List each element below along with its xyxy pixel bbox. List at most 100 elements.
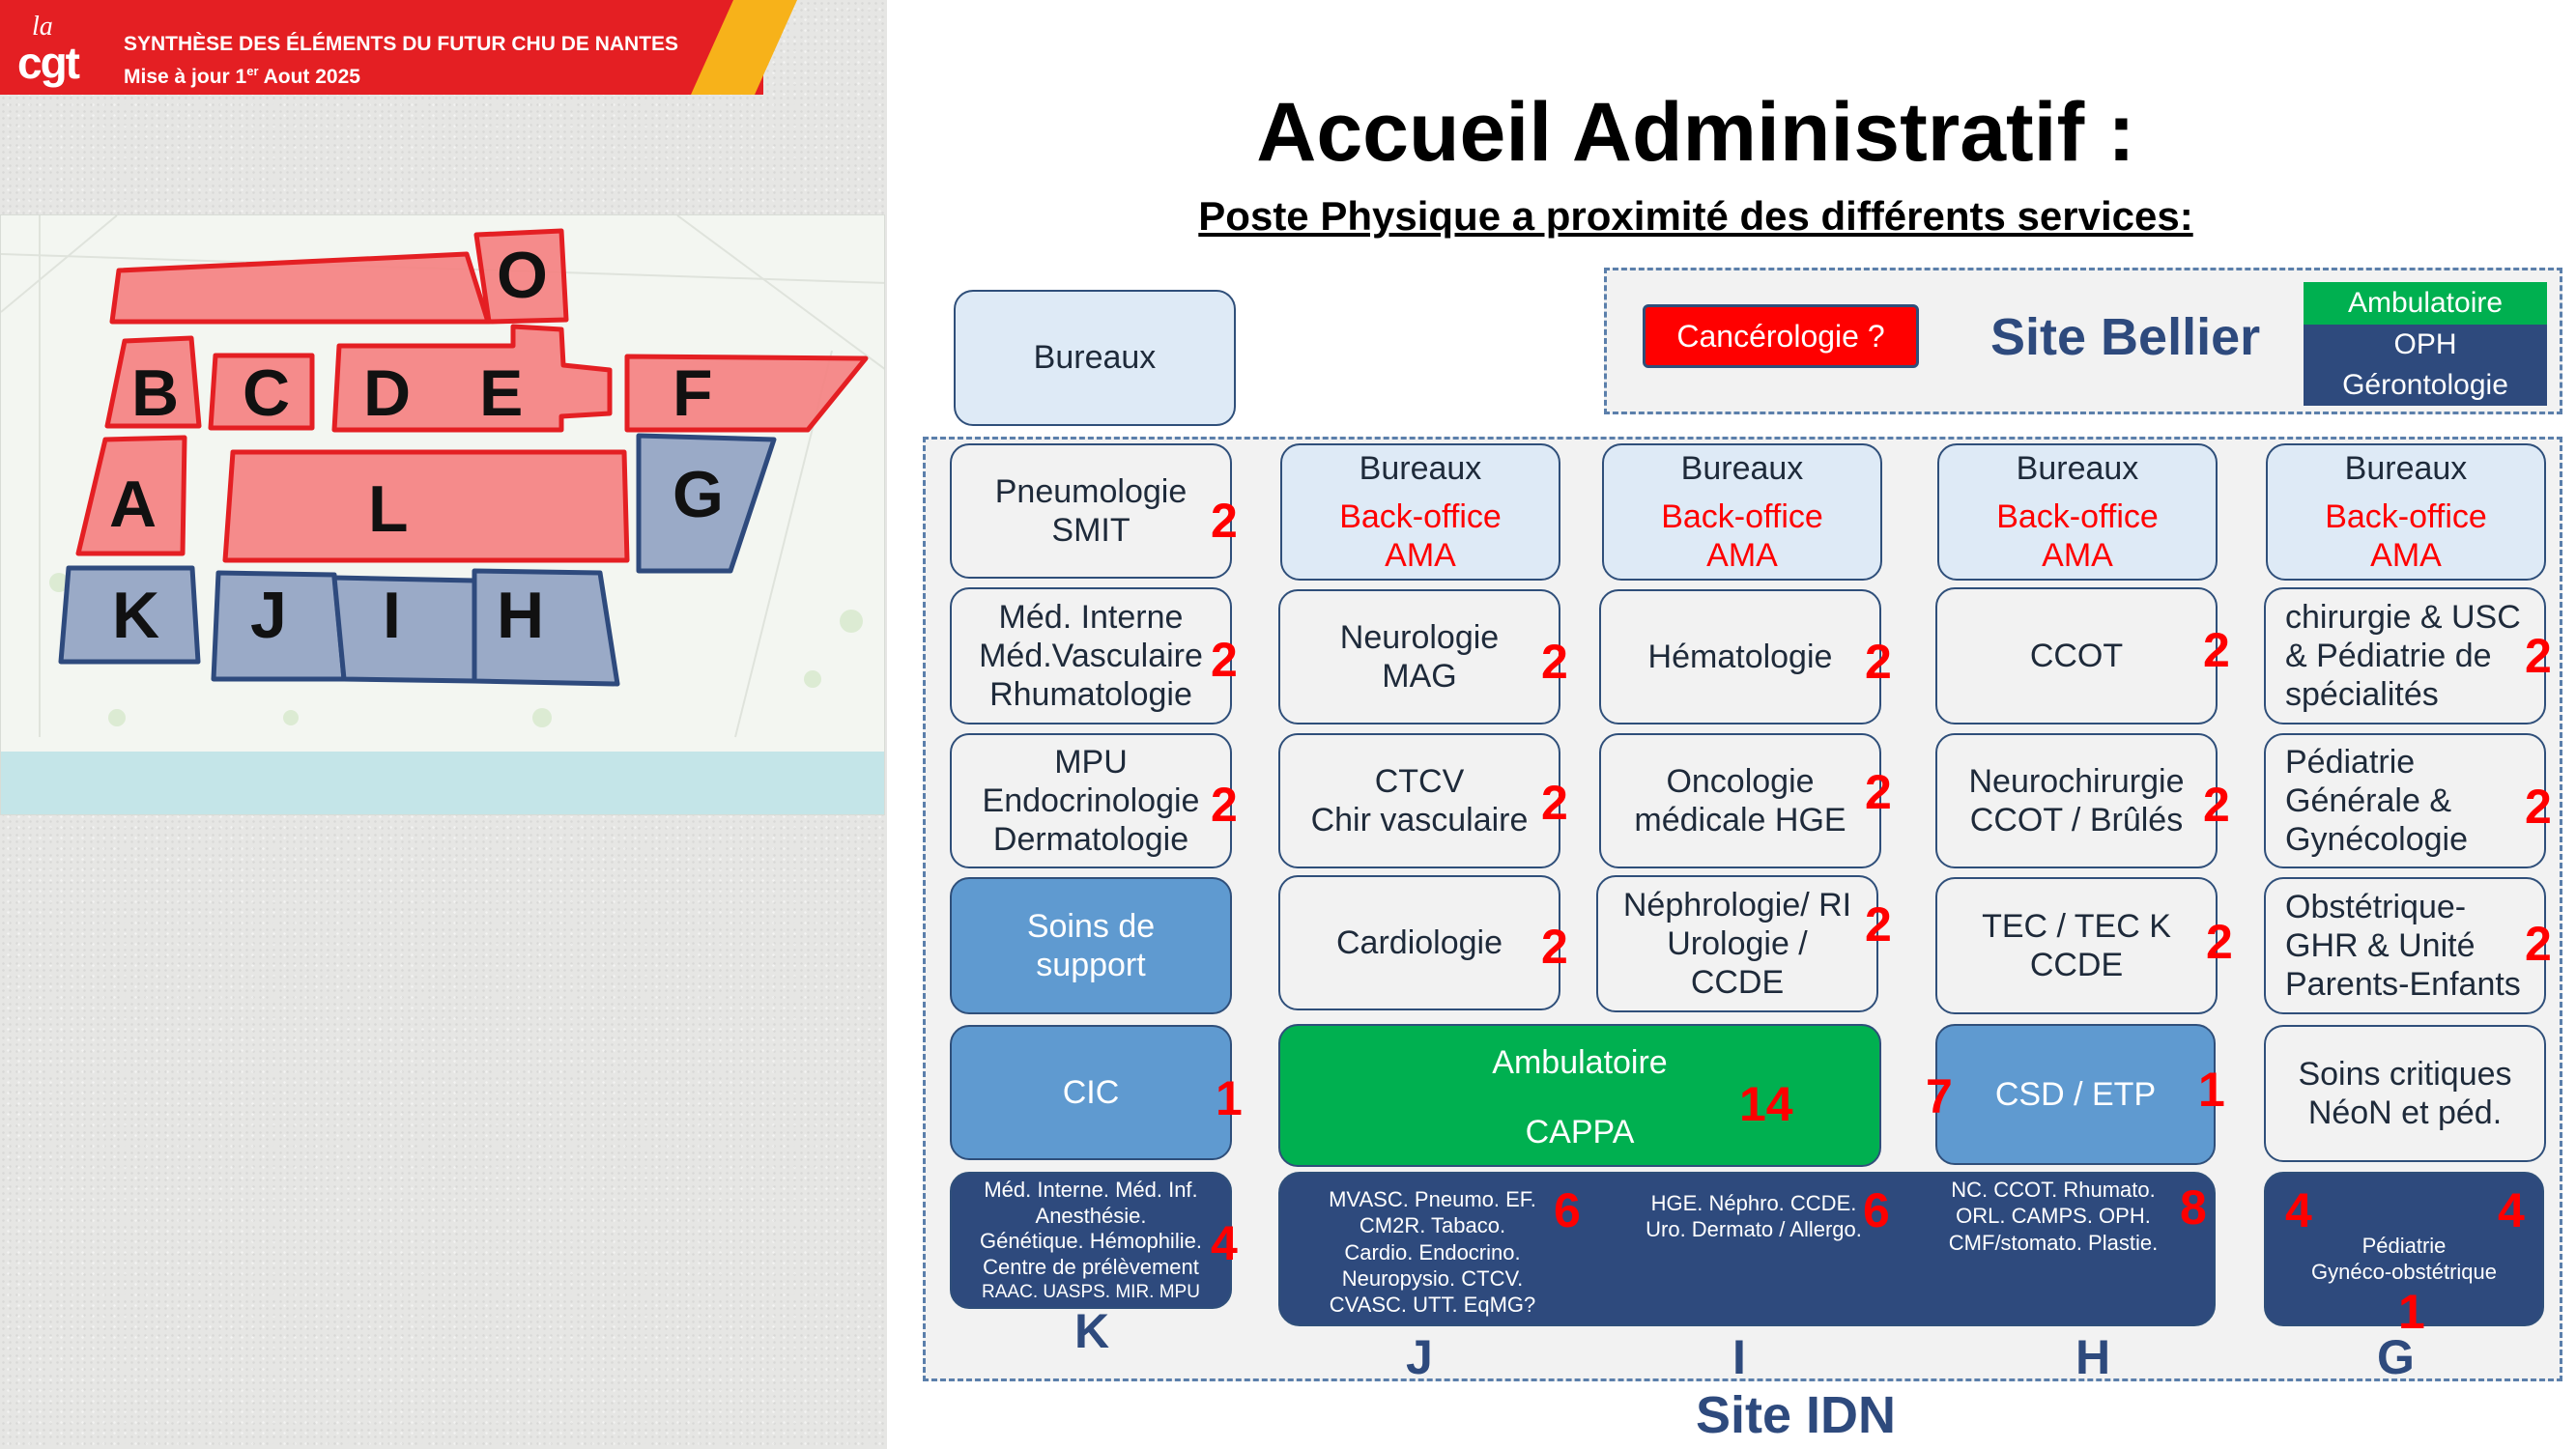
site-bellier-label: Site Bellier bbox=[1990, 308, 2261, 366]
building-a bbox=[75, 435, 187, 556]
count-pediatrie-generale: 2 bbox=[2525, 780, 2552, 834]
building-label: K bbox=[112, 579, 160, 652]
consultations-j: MVASC. Pneumo. EF.CM2R. Tabaco.Cardio. E… bbox=[1329, 1187, 1536, 1318]
building-d-e bbox=[331, 324, 613, 433]
building-label: J bbox=[250, 579, 287, 652]
consultations-i: HGE. Néphro. CCDE.Uro. Dermato / Allergo… bbox=[1646, 1191, 1862, 1242]
count-consultations-i: 6 bbox=[1863, 1183, 1890, 1237]
box-hematologie: Hématologie bbox=[1599, 589, 1881, 724]
count-hematologie: 2 bbox=[1865, 635, 1892, 689]
count-med-interne: 2 bbox=[1211, 633, 1238, 687]
building-g bbox=[636, 433, 777, 574]
count-ambulatoire: 14 bbox=[1739, 1077, 1793, 1131]
count-consultations-g-right: 4 bbox=[2498, 1183, 2525, 1237]
legend-ambulatoire: Ambulatoire bbox=[2304, 282, 2547, 325]
column-label-j: J bbox=[1406, 1330, 1433, 1384]
column-label-k: K bbox=[1074, 1304, 1110, 1358]
count-ccot: 2 bbox=[2203, 623, 2230, 677]
count-cardiologie: 2 bbox=[1541, 920, 1568, 974]
box-consultations-k: Méd. Interne. Méd. Inf.Anesthésie.Généti… bbox=[950, 1172, 1232, 1309]
building-label: E bbox=[479, 356, 524, 430]
count-consultations-g-left: 4 bbox=[2285, 1183, 2312, 1237]
building-label: F bbox=[673, 356, 713, 430]
building-label: O bbox=[497, 239, 548, 312]
document-update-date: Mise à jour 1er Aout 2025 bbox=[124, 64, 360, 88]
count-chirurgie-usc: 2 bbox=[2525, 629, 2552, 683]
building-k bbox=[58, 565, 201, 665]
count-mpu: 2 bbox=[1211, 778, 1238, 832]
column-label-h: H bbox=[2075, 1330, 2111, 1384]
count-pneumologie: 2 bbox=[1211, 494, 1238, 548]
count-consultations-h: 8 bbox=[2180, 1180, 2207, 1235]
count-csd-left: 7 bbox=[1926, 1069, 1953, 1123]
box-ccot: CCOT bbox=[1935, 587, 2218, 724]
box-cardiologie: Cardiologie bbox=[1278, 875, 1560, 1010]
logo-small-text: la bbox=[32, 12, 53, 42]
header-banner bbox=[0, 0, 763, 95]
site-map-drawing bbox=[1, 215, 884, 738]
building-h bbox=[472, 568, 620, 687]
building-label: D bbox=[363, 356, 412, 430]
count-obstetrique: 2 bbox=[2525, 917, 2552, 971]
document-title: SYNTHÈSE DES ÉLÉMENTS DU FUTUR CHU DE NA… bbox=[124, 33, 679, 55]
count-ctcv: 2 bbox=[1541, 776, 1568, 830]
count-consultations-k: 4 bbox=[1211, 1216, 1238, 1270]
box-cic: CIC bbox=[950, 1025, 1232, 1160]
building-o-left bbox=[109, 251, 491, 325]
cgt-logo: cgt bbox=[17, 38, 80, 88]
building-label: H bbox=[497, 579, 545, 652]
site-map: O B C D E F A L G K J I H bbox=[0, 214, 885, 815]
page-title: Accueil Administratif : bbox=[1256, 86, 2135, 179]
column-label-i: I bbox=[1732, 1330, 1746, 1384]
count-cic: 1 bbox=[1216, 1071, 1243, 1125]
site-idn-label: Site IDN bbox=[1696, 1386, 1897, 1444]
page-subtitle: Poste Physique a proximité des différent… bbox=[1198, 193, 2193, 239]
cancerologie-badge: Cancérologie ? bbox=[1643, 304, 1919, 368]
building-i bbox=[331, 575, 477, 684]
count-neurologie: 2 bbox=[1541, 635, 1568, 689]
count-nephrologie: 2 bbox=[1865, 897, 1892, 952]
building-b bbox=[104, 335, 202, 429]
building-label: G bbox=[673, 458, 724, 531]
building-label: L bbox=[368, 472, 409, 546]
river bbox=[1, 752, 884, 814]
count-tec: 2 bbox=[2206, 915, 2233, 969]
building-f bbox=[624, 354, 869, 433]
box-consultations-jih bbox=[1278, 1172, 2216, 1326]
consultations-h: NC. CCOT. Rhumato.ORL. CAMPS. OPH.CMF/st… bbox=[1948, 1178, 2159, 1255]
box-csd-etp: CSD / ETP bbox=[1935, 1024, 2216, 1165]
count-consultations-j: 6 bbox=[1554, 1183, 1581, 1237]
column-label-g: G bbox=[2377, 1330, 2415, 1384]
count-csd-right: 1 bbox=[2198, 1063, 2225, 1117]
count-neurochirurgie: 2 bbox=[2203, 778, 2230, 832]
count-oncologie: 2 bbox=[1865, 765, 1892, 819]
building-label: I bbox=[383, 579, 401, 652]
building-o bbox=[473, 228, 569, 325]
building-l bbox=[222, 449, 630, 563]
count-consultations-g-bottom: 1 bbox=[2398, 1285, 2425, 1339]
bureaux-top-box: Bureaux bbox=[954, 290, 1236, 426]
building-label: B bbox=[131, 356, 180, 430]
building-c bbox=[208, 353, 315, 431]
building-label: A bbox=[109, 468, 157, 541]
